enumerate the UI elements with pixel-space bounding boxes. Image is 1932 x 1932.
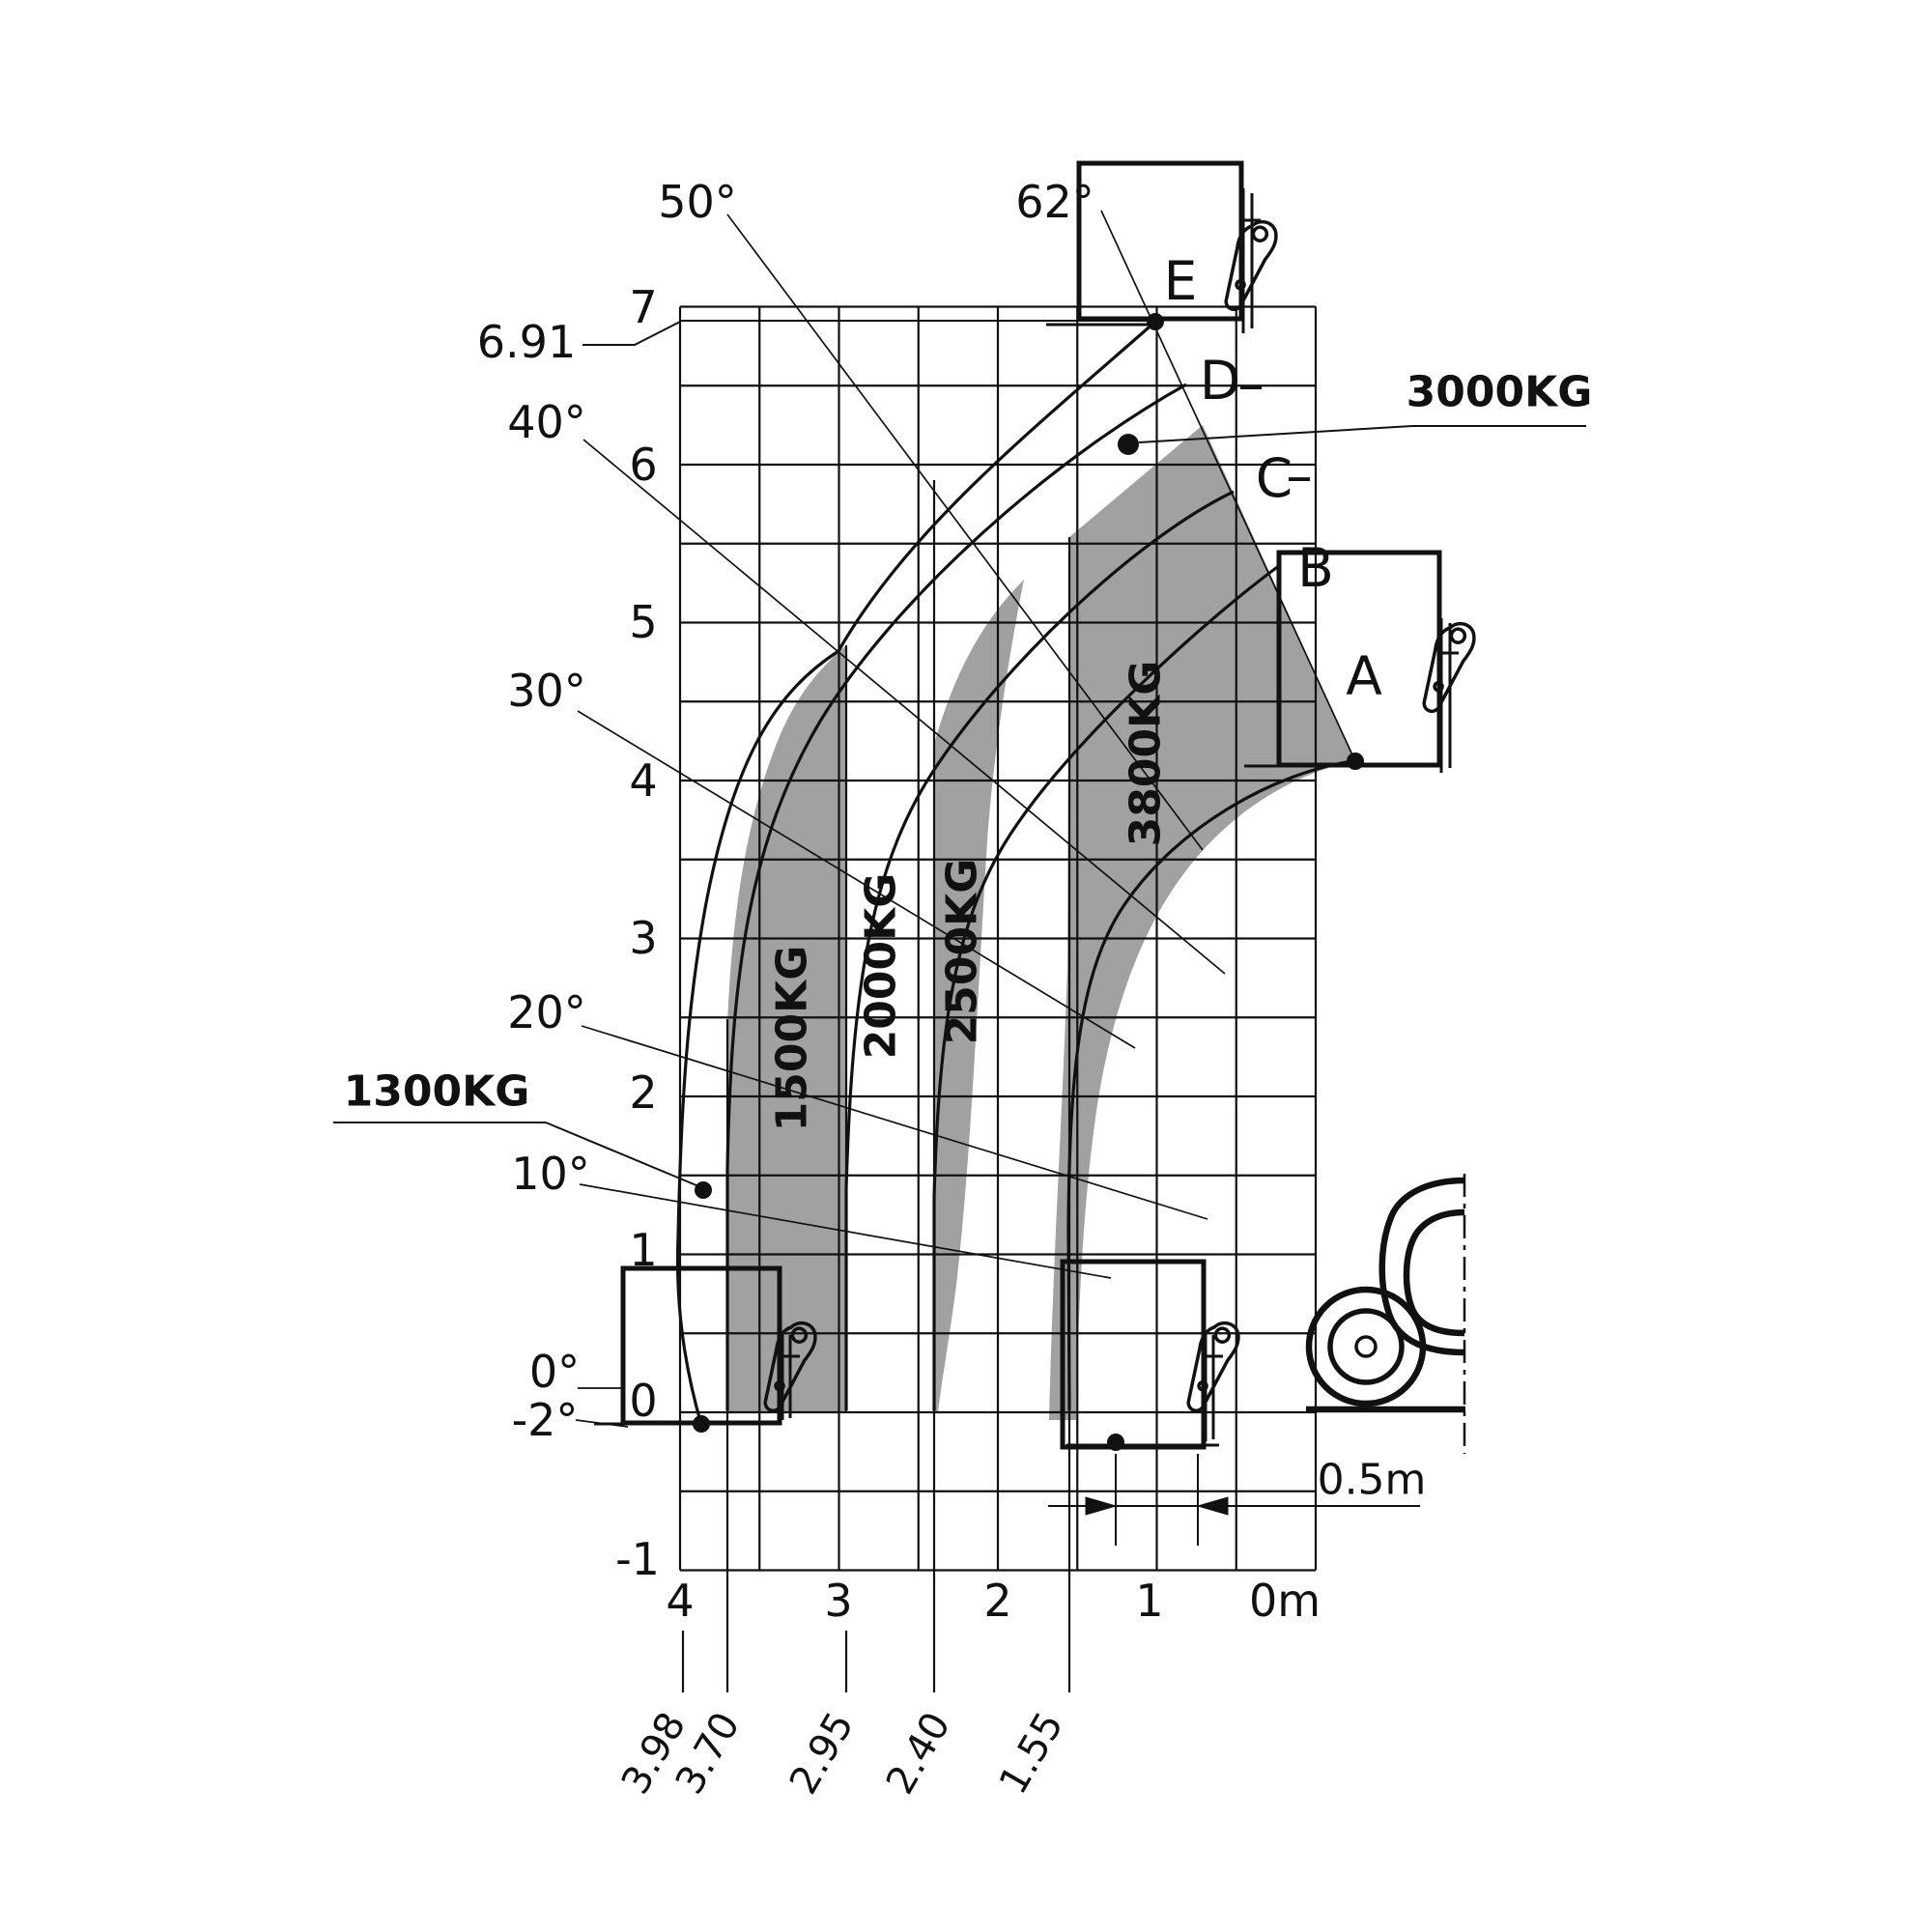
- curve-E: [675, 320, 1157, 1426]
- height-tick-5: 5: [629, 596, 658, 648]
- load-centre-label: 0.5m: [1317, 1455, 1427, 1505]
- curve-D: [725, 383, 1187, 1410]
- angle-label-0: 0°: [528, 1346, 581, 1398]
- dim-arrow-left: [1085, 1496, 1118, 1516]
- position-D-dash: –: [1237, 353, 1264, 414]
- carriage-top-E: [1046, 160, 1278, 333]
- leader-1300: [545, 1122, 704, 1189]
- height-tick-6: 6: [629, 439, 658, 491]
- height-tick-7: 7: [629, 281, 658, 333]
- angle-line-30: [577, 710, 1136, 1049]
- curve-C: [844, 490, 1235, 1410]
- reach-tick-2: 2: [983, 1575, 1012, 1627]
- angle-line-62: [1100, 210, 1356, 762]
- height-tick-0: 0: [629, 1375, 658, 1427]
- capacity-3000: 3000KG: [1406, 367, 1593, 417]
- angle-label-30: 30°: [507, 665, 586, 717]
- height-tick-m1: -1: [615, 1533, 660, 1585]
- capacity-2500: 2500KG: [937, 858, 987, 1045]
- carriage-bottom-left-E: [594, 1265, 817, 1426]
- zone-2500kg: [934, 580, 1024, 1412]
- position-A: A: [1346, 645, 1382, 707]
- fender-inner: [1403, 1208, 1465, 1337]
- curve-B: [932, 563, 1281, 1410]
- position-D: D: [1199, 350, 1241, 412]
- angle-label-62: 62°: [1015, 176, 1094, 228]
- angle-line-50: [726, 213, 1204, 851]
- carriage-right-A: [1244, 550, 1476, 773]
- carriage-bottom-middle-A: [1060, 1259, 1240, 1450]
- wheel-hub: [1354, 1335, 1378, 1358]
- dot-1300: [695, 1181, 712, 1199]
- load-centre-dimension: [1048, 1454, 1420, 1546]
- extension-curves: [675, 320, 1353, 1426]
- angle-line-20: [581, 1025, 1208, 1220]
- reach-tick-0m: 0m: [1248, 1575, 1321, 1627]
- position-C-dash: –: [1286, 444, 1313, 506]
- wheel-rim: [1327, 1308, 1405, 1385]
- callouts: [333, 321, 1586, 1189]
- position-C: C: [1255, 447, 1293, 509]
- leader-691: [582, 321, 681, 346]
- zone-1500kg: [727, 645, 846, 1412]
- dim-arrow-right: [1196, 1496, 1229, 1516]
- position-B: B: [1297, 537, 1334, 599]
- angle-label-40: 40°: [507, 396, 586, 448]
- reach-tick-4: 4: [666, 1575, 695, 1627]
- capacity-zones: [727, 425, 1355, 1420]
- boom-angle-lines: [575, 210, 1356, 1428]
- capacity-3800: 3800KG: [1121, 660, 1171, 847]
- capacity-1500: 1500KG: [767, 945, 817, 1132]
- position-E: E: [1163, 250, 1198, 312]
- angle-line-40: [582, 439, 1226, 975]
- reach-tick-1: 1: [1135, 1575, 1164, 1627]
- angle-label-10: 10°: [511, 1148, 590, 1200]
- capacity-1300: 1300KG: [343, 1066, 530, 1117]
- leader-3000: [1138, 425, 1413, 443]
- reach-tick-3: 3: [824, 1575, 853, 1627]
- height-tick-2: 2: [629, 1066, 658, 1119]
- grid: [678, 305, 1318, 1572]
- angle-label-50: 50°: [658, 176, 737, 228]
- dot-3000: [1118, 434, 1139, 455]
- fender-outer: [1378, 1177, 1465, 1356]
- angle-label-m2: -2°: [511, 1394, 579, 1446]
- angle-line-10: [579, 1183, 1112, 1279]
- machine-front: [1305, 1174, 1466, 1454]
- curve-A: [1066, 759, 1353, 1411]
- dot-E-top: [1147, 313, 1164, 330]
- height-tick-3: 3: [629, 912, 658, 964]
- capacity-2000: 2000KG: [856, 872, 906, 1060]
- max-height-label: 6.91: [476, 316, 577, 368]
- angle-label-20: 20°: [507, 986, 586, 1038]
- wheel-outer: [1305, 1286, 1427, 1407]
- height-tick-4: 4: [629, 754, 658, 807]
- height-tick-1: 1: [629, 1224, 658, 1276]
